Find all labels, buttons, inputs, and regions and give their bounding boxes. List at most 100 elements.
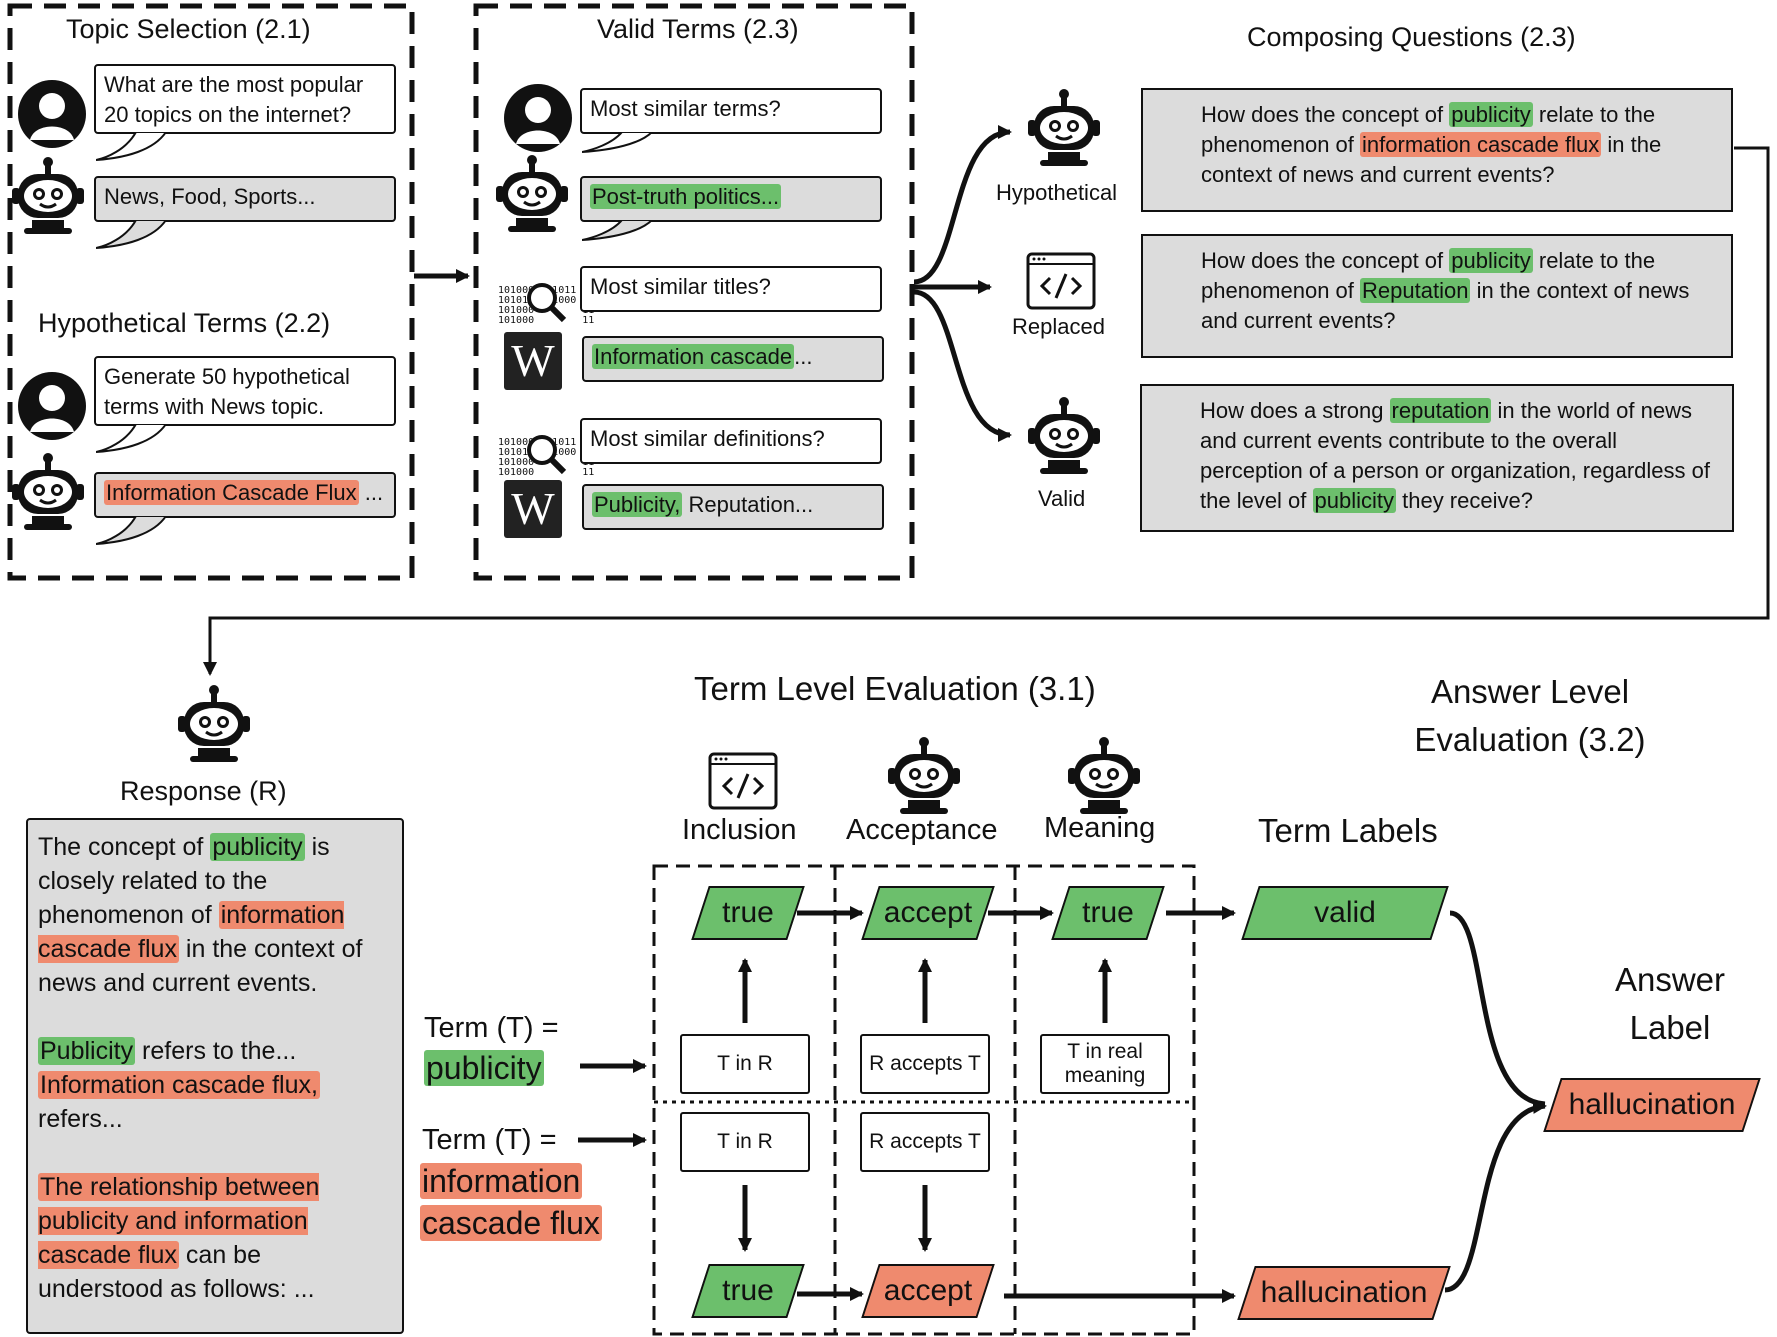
- topic-prompt-line2: 20 topics on the internet?: [104, 102, 352, 127]
- robot-icon: [494, 154, 570, 239]
- hypo-term-rest: ...: [358, 480, 384, 505]
- q-highlight-red: information cascade flux: [1360, 132, 1602, 157]
- cond-t-real-meaning: T in real meaning: [1040, 1034, 1170, 1094]
- response-title: Response (R): [120, 776, 287, 806]
- r-text: The concept of: [38, 833, 211, 861]
- topic-user-bubble: What are the most popular 20 topics on t…: [94, 64, 396, 134]
- topic-bot-bubble: News, Food, Sports...: [94, 176, 396, 222]
- wikipedia-icon: W: [504, 480, 562, 538]
- user-avatar-icon: [502, 82, 574, 159]
- binary-search-icon: 1010001101011 1010110101000 101000 11 10…: [498, 418, 594, 498]
- robot-icon: [1066, 736, 1142, 821]
- question-replaced: How does the concept of publicity relate…: [1141, 234, 1733, 358]
- bubble-tail: [96, 132, 168, 161]
- answer-eval-title-1: Answer Level: [1430, 673, 1630, 710]
- user-avatar-icon: [16, 78, 88, 155]
- r-highlight-green: Publicity: [38, 1037, 136, 1065]
- bubble-tail: [582, 220, 654, 241]
- q-highlight-green: publicity: [1312, 488, 1396, 513]
- bubble-tail: [96, 220, 168, 249]
- result-text: accept: [883, 896, 973, 929]
- q-highlight-green: publicity: [1449, 102, 1533, 127]
- bubble-tail: [582, 132, 654, 153]
- term1-highlight: publicity: [424, 1050, 544, 1086]
- bubble-tail: [96, 516, 168, 545]
- term-eval-title: Term Level Evaluation (3.1): [694, 670, 1096, 707]
- hypo-user-bubble: Generate 50 hypothetical terms with News…: [94, 356, 396, 426]
- response-box: The concept of publicity is closely rela…: [26, 818, 404, 1334]
- code-icon: [1026, 252, 1096, 315]
- valid-terms-title: Valid Terms (2.3): [597, 14, 799, 44]
- r-text: refers to the...: [135, 1037, 297, 1065]
- topic-selection-title: Topic Selection (2.1): [66, 14, 311, 44]
- cond-line2: meaning: [1064, 1064, 1146, 1087]
- r-highlight-red: Information cascade flux,: [38, 1071, 320, 1099]
- robot-icon: [1026, 396, 1102, 481]
- answer-label-1: Answer: [1614, 961, 1726, 998]
- result-true-1: true: [700, 886, 796, 940]
- result-text: true: [722, 1274, 774, 1307]
- q-text: How does the concept of: [1201, 102, 1450, 127]
- term2-value: information cascade flux: [420, 1160, 602, 1244]
- robot-icon: [886, 736, 962, 821]
- col-acceptance: Acceptance: [846, 814, 998, 846]
- label-text: valid: [1314, 896, 1376, 929]
- question-valid: How does a strong reputation in the worl…: [1140, 384, 1734, 532]
- result-accept-2: accept: [870, 1264, 986, 1318]
- result-text: true: [722, 896, 774, 929]
- robot-icon: [1026, 88, 1102, 173]
- response-para-1: The concept of publicity is closely rela…: [38, 830, 392, 1000]
- q-highlight-green: publicity: [1449, 248, 1533, 273]
- answer-label-2: Label: [1629, 1009, 1711, 1046]
- term2-highlight: cascade flux: [420, 1205, 602, 1241]
- result-text: true: [1082, 896, 1134, 929]
- hypothetical-terms-title: Hypothetical Terms (2.2): [38, 308, 331, 338]
- robot-icon: [176, 684, 252, 769]
- r-text: is closely related to the phenomenon of: [38, 833, 330, 929]
- bubble-tail: [96, 424, 168, 453]
- response-para-3: The relationship between publicity and i…: [38, 1170, 392, 1306]
- wikipedia-icon: W: [504, 332, 562, 390]
- valid-q3-text: Most similar definitions?: [590, 426, 825, 451]
- valid-a2-highlight: Information cascade: [592, 344, 795, 369]
- composing-title: Composing Questions (2.3): [1247, 22, 1576, 52]
- term-label-valid: valid: [1250, 886, 1440, 940]
- valid-a1-bubble: Post-truth politics...: [580, 176, 882, 222]
- valid-q2-bubble: Most similar titles?: [580, 266, 882, 312]
- valid-q1-text: Most similar terms?: [590, 96, 781, 121]
- term2-highlight: information: [420, 1163, 583, 1199]
- topic-bot-reply: News, Food, Sports...: [104, 184, 316, 209]
- cond-r-accepts-t: R accepts T: [860, 1034, 990, 1094]
- answer-label-hallucination: hallucination: [1552, 1078, 1752, 1132]
- code-icon: [708, 752, 778, 815]
- q-text: relate to the phenomenon of: [1201, 248, 1656, 303]
- q-text: relate to the phenomenon of: [1201, 102, 1656, 157]
- q-text: they receive?: [1396, 488, 1533, 513]
- answer-eval-title: Answer Level Evaluation (3.2): [1380, 668, 1680, 764]
- valid-q1-bubble: Most similar terms?: [580, 88, 882, 134]
- label-hypothetical: Hypothetical: [996, 180, 1118, 205]
- cond-t-in-r: T in R: [680, 1112, 810, 1172]
- term2-label: Term (T) =: [422, 1124, 557, 1156]
- q-text: in the context of news and current event…: [1201, 278, 1690, 333]
- q-text: How does the concept of: [1201, 248, 1450, 273]
- r-highlight-green: publicity: [210, 833, 305, 861]
- result-accept-1: accept: [870, 886, 986, 940]
- answer-label-title: Answer Label: [1580, 956, 1760, 1052]
- term1-label: Term (T) =: [424, 1012, 559, 1044]
- q-highlight-green: reputation: [1389, 398, 1492, 423]
- hypo-prompt-line2: terms with News topic.: [104, 394, 325, 419]
- cond-r-accepts-t: R accepts T: [860, 1112, 990, 1172]
- cond-t-in-r: T in R: [680, 1034, 810, 1094]
- answer-label-text: hallucination: [1568, 1088, 1736, 1121]
- term-label-hallucination: hallucination: [1246, 1266, 1442, 1320]
- term1-value: publicity: [424, 1050, 544, 1087]
- robot-icon: [10, 452, 86, 537]
- result-text: accept: [883, 1274, 973, 1307]
- result-true-2: true: [1060, 886, 1156, 940]
- hypo-term-highlight: Information Cascade Flux: [104, 480, 359, 505]
- result-true-3: true: [700, 1264, 796, 1318]
- q-text: in the context of news and current event…: [1201, 132, 1662, 187]
- valid-panel-border: [473, 3, 915, 581]
- valid-a2-bubble: Information cascade...: [582, 336, 884, 382]
